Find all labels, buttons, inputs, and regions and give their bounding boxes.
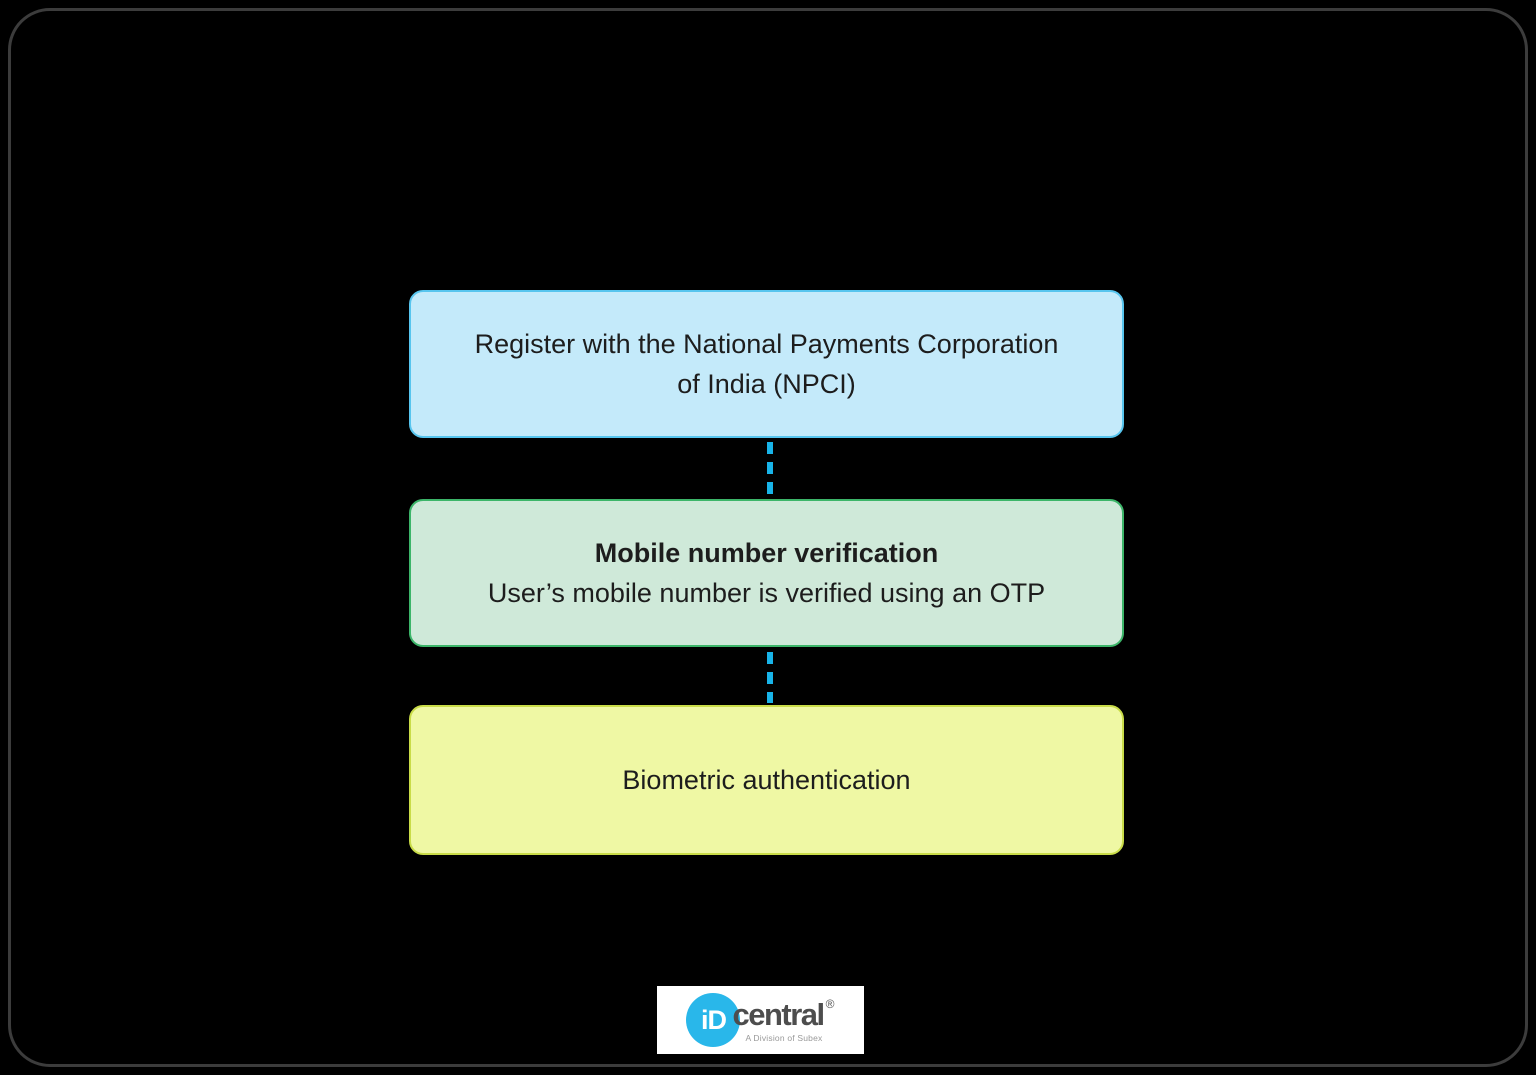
dashed-connector-1: [767, 442, 773, 497]
idcentral-logo-tagline: A Division of Subex: [745, 1032, 823, 1043]
registered-trademark-icon: ®: [825, 996, 835, 1011]
idcentral-wordmark: central ® A Division of Subex: [732, 996, 835, 1043]
step-mobile-number-verification: Mobile number verification User’s mobile…: [409, 499, 1124, 647]
idcentral-logo-mark-icon: iD: [686, 993, 741, 1047]
step-biometric-authentication: Biometric authentication: [409, 705, 1124, 855]
idcentral-logo: iD central ® A Division of Subex: [657, 986, 864, 1054]
dashed-connector-2: [767, 652, 773, 703]
step-biometric-authentication-label: Biometric authentication: [622, 765, 911, 795]
step-register-npci-label: Register with the National Payments Corp…: [474, 329, 1059, 399]
idcentral-logo-name: central: [732, 996, 825, 1032]
outer-frame-border: [8, 8, 1528, 1067]
step-mobile-verification-description: User’s mobile number is verified using a…: [487, 578, 1046, 608]
step-mobile-verification-title: Mobile number verification: [594, 538, 939, 568]
step-register-npci: Register with the National Payments Corp…: [409, 290, 1124, 438]
